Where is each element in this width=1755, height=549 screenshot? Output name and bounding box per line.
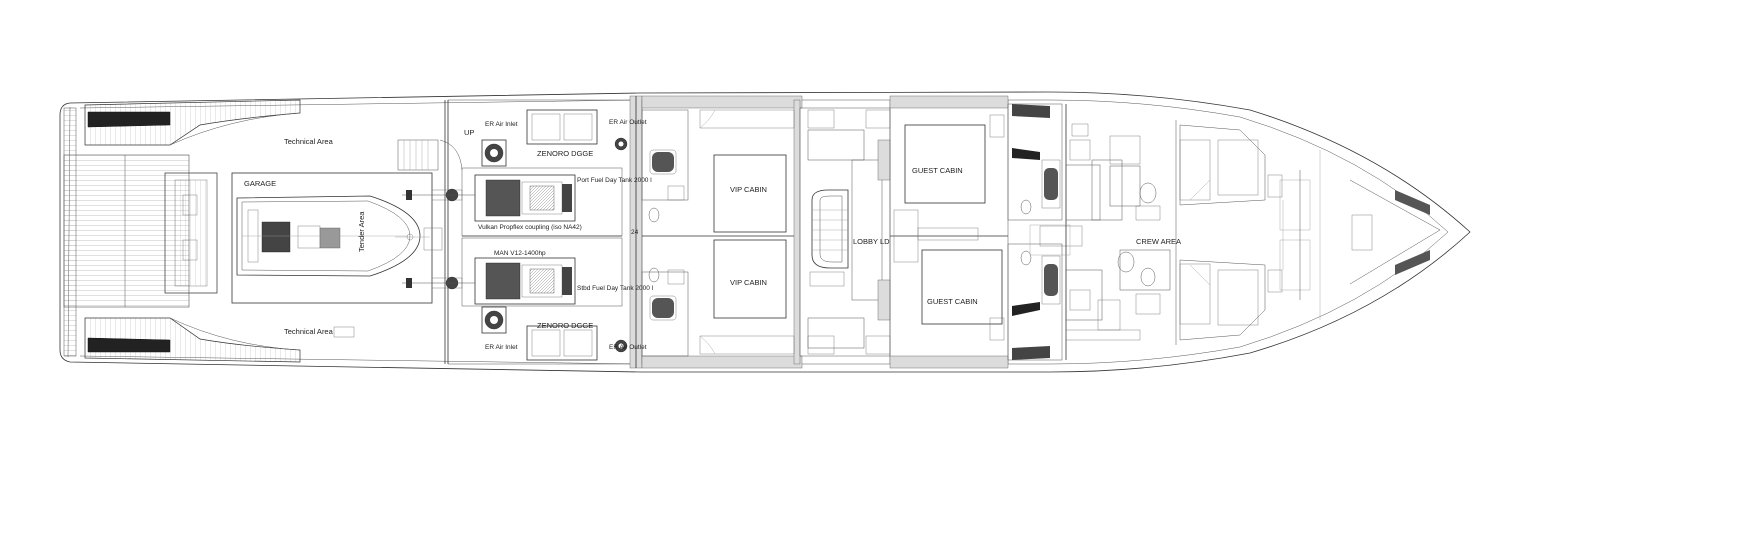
engine-room — [402, 99, 639, 365]
swim-platform — [63, 107, 218, 357]
label-port-fuel-day-tank: Port Fuel Day Tank 2000 l — [577, 177, 652, 184]
label-frame-24: 24 — [631, 229, 639, 236]
vip-cabins — [641, 95, 803, 369]
label-lobby: LOBBY LD — [853, 237, 890, 246]
guest-bathrooms — [1007, 103, 1083, 361]
label-vip-cabin-port: VIP CABIN — [730, 185, 767, 194]
label-crew-area: CREW AREA — [1136, 237, 1181, 246]
label-er-air-inlet-stbd: ER Air Inlet — [485, 344, 518, 351]
label-guest-cabin-port: GUEST CABIN — [912, 166, 963, 175]
label-er-air-outlet-stbd: ER Air Outlet — [609, 344, 647, 351]
label-guest-cabin-stbd: GUEST CABIN — [927, 297, 978, 306]
label-garage: GARAGE — [244, 179, 276, 188]
guest-cabins — [889, 95, 1009, 369]
label-zenoro-dgge-stbd: ZENORO DGGE — [537, 321, 593, 330]
stairs-up — [397, 139, 463, 171]
side-platforms — [84, 99, 301, 363]
labels: Technical Area Technical Area GARAGE Ten… — [244, 119, 1181, 351]
label-up: UP — [464, 128, 474, 137]
label-technical-area-stbd: Technical Area — [284, 327, 334, 336]
crew-area — [1029, 104, 1311, 360]
label-zenoro-dgge-port: ZENORO DGGE — [537, 149, 593, 158]
label-vulkan-coupling: Vulkan Propflex coupling (iso NA42) — [478, 224, 582, 231]
lobby — [799, 107, 891, 357]
stbd-main-engine — [402, 257, 576, 305]
label-vip-cabin-stbd: VIP CABIN — [730, 278, 767, 287]
label-stbd-fuel-day-tank: Stbd Fuel Day Tank 2000 l — [577, 285, 654, 292]
label-man-engine: MAN V12-1400hp — [494, 250, 546, 257]
forepeak — [1319, 150, 1441, 320]
label-er-air-inlet-port: ER Air Inlet — [485, 121, 518, 128]
port-main-engine — [402, 174, 576, 222]
garage-area — [231, 139, 463, 338]
label-technical-area-port: Technical Area — [284, 137, 334, 146]
label-tender-area: Tender Area — [357, 211, 366, 252]
label-er-air-outlet-port: ER Air Outlet — [609, 119, 647, 126]
